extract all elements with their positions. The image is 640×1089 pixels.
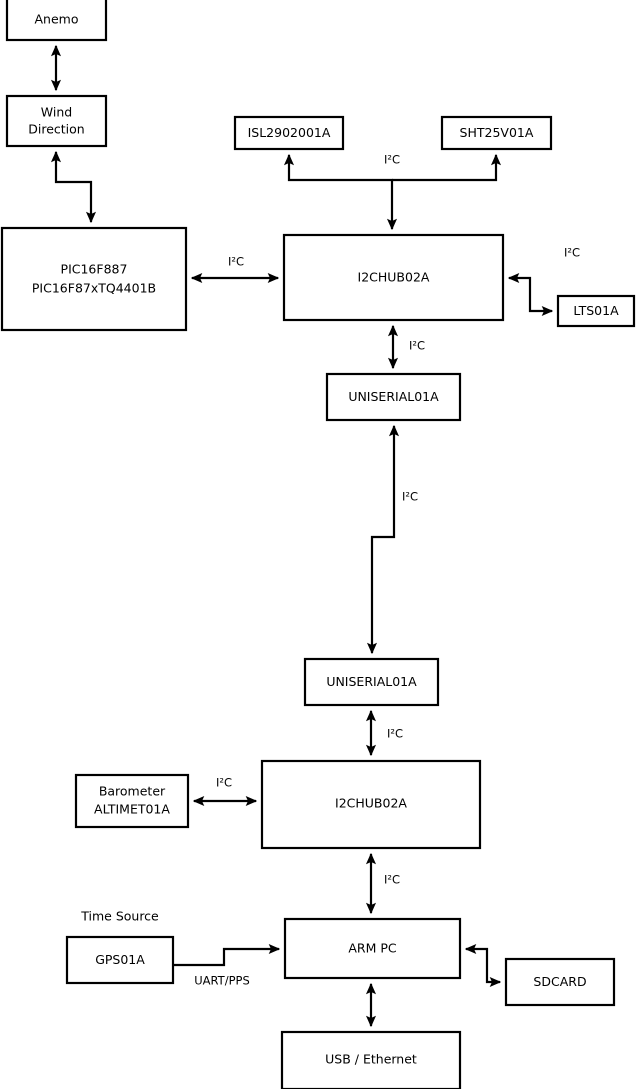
annotations-layer: Time Source (80, 909, 159, 924)
node-i2chub02a-top[interactable]: I2CHUB02A (282, 233, 505, 322)
node-barometer-label-line2: ALTIMET01A (94, 802, 170, 817)
node-sht25v01a-label: SHT25V01A (460, 125, 534, 140)
edge-wind-pic (50, 150, 97, 224)
edge-label-uart-pps: UART/PPS (194, 974, 250, 988)
edge-label-i2c-barometer-hub: I²C (216, 776, 232, 790)
edge-label-i2c-uniserial-link: I²C (402, 490, 418, 504)
node-arm-pc[interactable]: ARM PC (283, 917, 462, 980)
node-sdcard[interactable]: SDCARD (504, 957, 616, 1007)
node-wind-direction-label-line1: Wind (41, 105, 72, 120)
node-anemo[interactable]: Anemo (5, 0, 108, 42)
edge-label-i2c-hub-uniserial1: I²C (409, 339, 425, 353)
node-anemo-label: Anemo (35, 12, 79, 27)
node-gps01a[interactable]: GPS01A (65, 935, 175, 985)
node-wind-direction[interactable]: Wind Direction (5, 94, 108, 148)
edge-labels-layer: I²C I²C I²C I²C I²C I²C I²C I²C UART/PPS (194, 153, 580, 988)
edge-uniserial1-uniserial2 (366, 424, 400, 655)
node-pic16f887-label-line2: PIC16F87xTQ4401B (32, 281, 156, 296)
edge-label-i2c-uniserial2-hub: I²C (387, 727, 403, 741)
node-usb-ethernet-label: USB / Ethernet (325, 1052, 417, 1067)
node-isl2902001a[interactable]: ISL2902001A (233, 115, 345, 151)
node-lts01a-label: LTS01A (573, 303, 619, 318)
node-i2chub02a-bottom[interactable]: I2CHUB02A (260, 759, 482, 850)
edge-label-i2c-hub-sensors: I²C (384, 153, 400, 167)
node-uniserial01a-upper[interactable]: UNISERIAL01A (325, 372, 462, 422)
edge-label-i2c-hub-lts: I²C (564, 246, 580, 260)
node-uniserial01a-lower-label: UNISERIAL01A (326, 674, 417, 689)
edge-label-i2c-pic-hub: I²C (228, 255, 244, 269)
node-usb-ethernet[interactable]: USB / Ethernet (280, 1030, 462, 1089)
node-uniserial01a-lower[interactable]: UNISERIAL01A (303, 657, 440, 707)
edge-gps-armpc (173, 943, 281, 967)
node-arm-pc-label: ARM PC (348, 941, 397, 956)
annotation-time-source: Time Source (80, 909, 159, 924)
edge-hubtop-sht (392, 153, 502, 182)
node-wind-direction-label-line2: Direction (28, 122, 84, 137)
node-i2chub02a-bottom-label: I2CHUB02A (335, 796, 407, 811)
node-pic16f887[interactable]: PIC16F887 PIC16F87xTQ4401B (0, 226, 188, 332)
node-sdcard-label: SDCARD (533, 974, 586, 989)
edges-layer (50, 44, 554, 1028)
edge-hubtop-sensorbus (283, 153, 398, 231)
node-i2chub02a-top-label: I2CHUB02A (358, 270, 430, 285)
node-pic16f887-label-line1: PIC16F887 (61, 262, 128, 277)
node-barometer-label-line1: Barometer (99, 784, 166, 799)
node-lts01a[interactable]: LTS01A (556, 294, 636, 328)
node-uniserial01a-upper-label: UNISERIAL01A (348, 389, 439, 404)
node-sht25v01a[interactable]: SHT25V01A (440, 115, 553, 151)
edge-hubtop-lts (507, 272, 554, 317)
edge-armpc-sdcard (464, 943, 502, 988)
edge-label-i2c-hub-armpc: I²C (384, 873, 400, 887)
node-barometer-altimet01a[interactable]: Barometer ALTIMET01A (74, 773, 190, 829)
node-gps01a-label: GPS01A (95, 952, 145, 967)
node-isl2902001a-label: ISL2902001A (248, 125, 331, 140)
